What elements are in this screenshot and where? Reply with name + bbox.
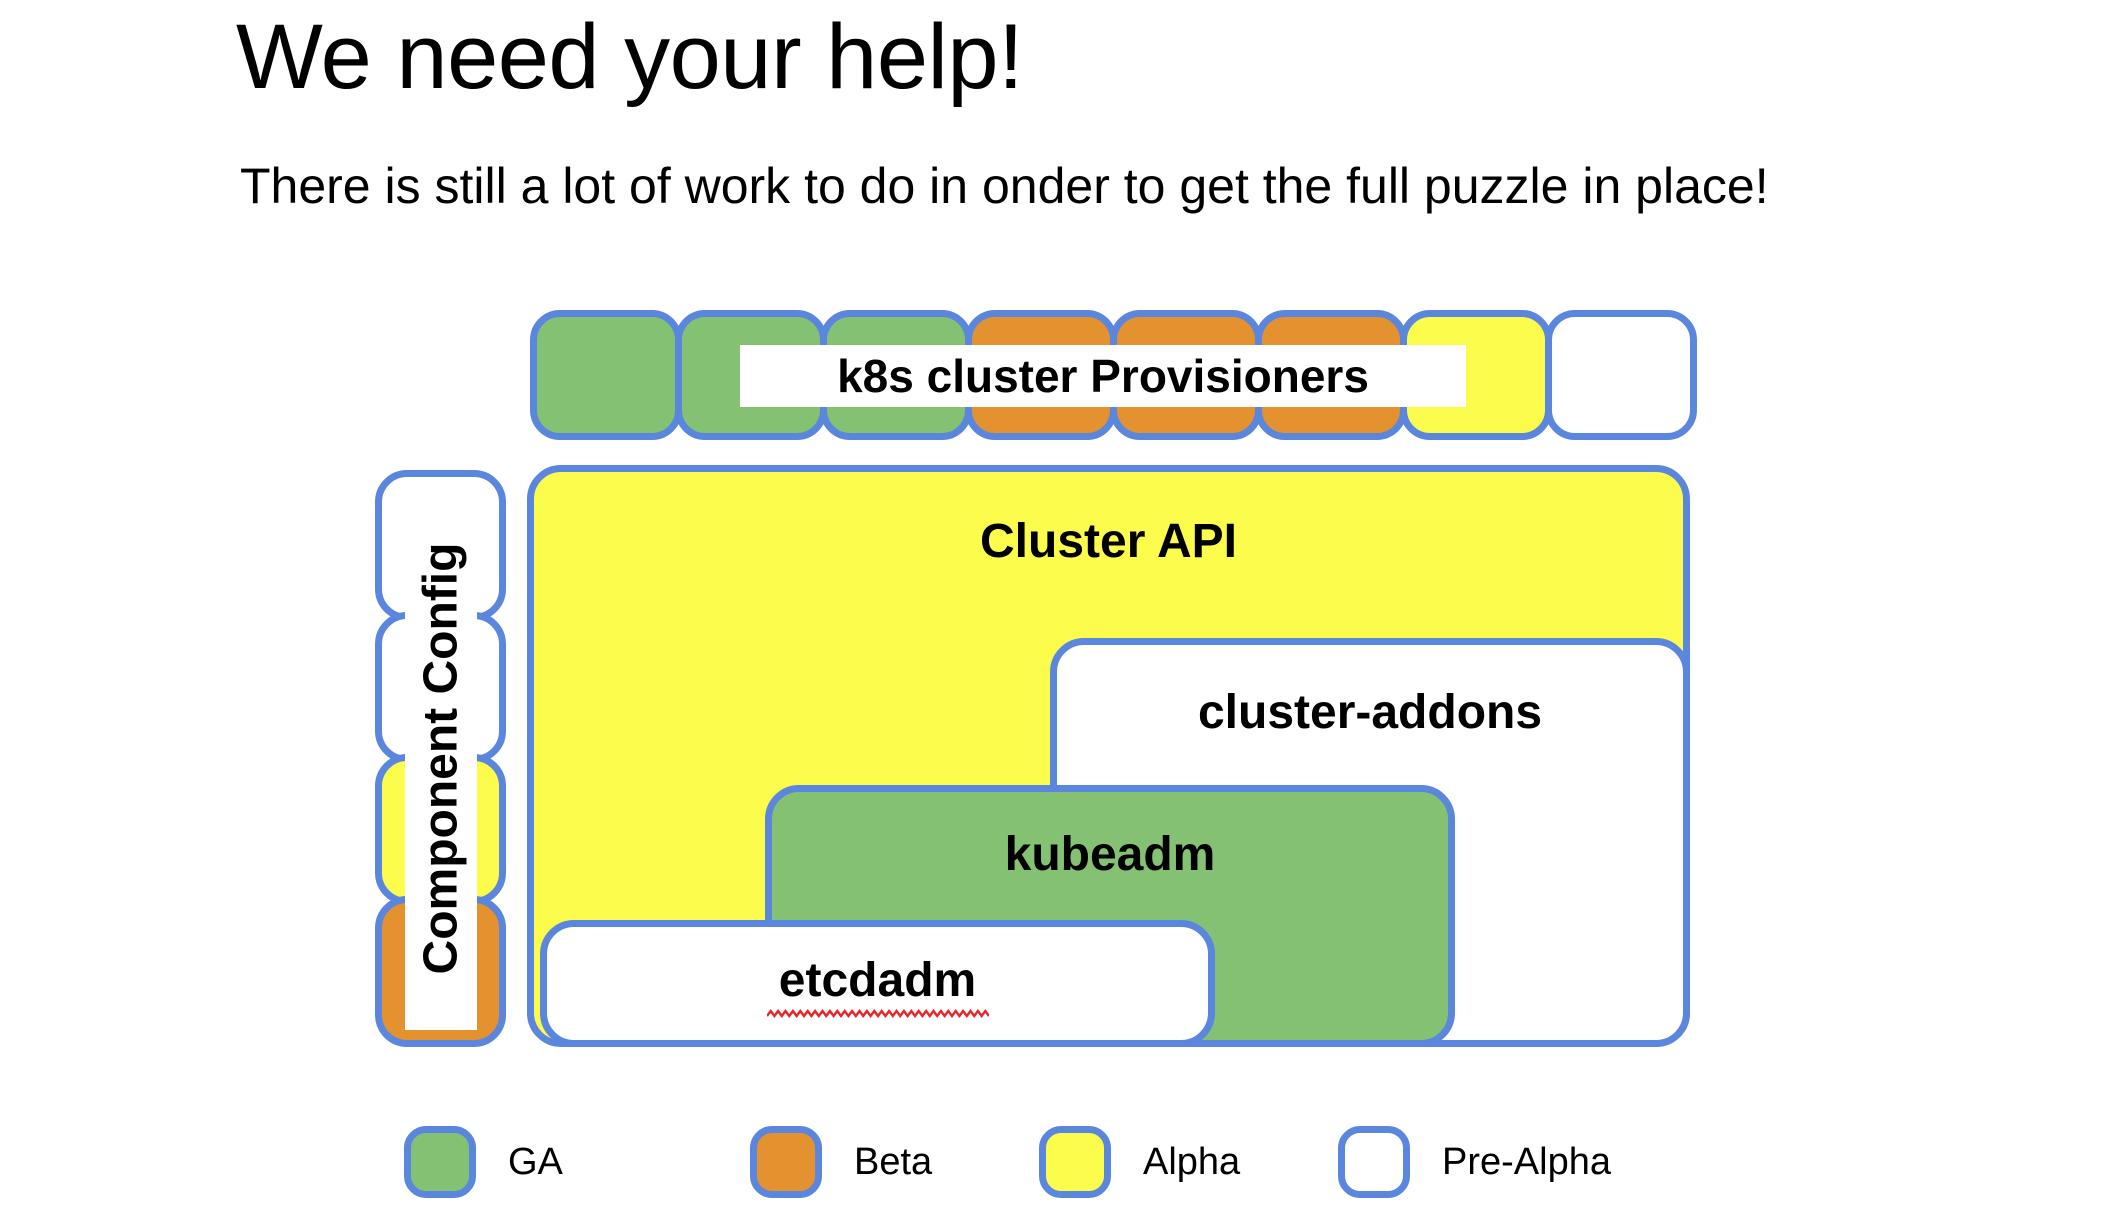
node-cluster-api-label: Cluster API (980, 515, 1237, 568)
node-cluster-addons-label: cluster-addons (1197, 686, 1543, 739)
page-subtitle: There is still a lot of work to do in on… (240, 158, 1769, 214)
node-etcdadm[interactable]: etcdadm (540, 920, 1215, 1047)
node-etcdadm-label: etcdadm (778, 954, 977, 1007)
provisioner-label: k8s cluster Provisioners (837, 350, 1369, 402)
component-config-label-plate (405, 487, 477, 1030)
legend-label-beta: Beta (854, 1141, 933, 1183)
page-title: We need your help! (236, 6, 1024, 108)
legend: GA Beta Alpha Pre-Alpha (0, 1126, 2126, 1206)
legend-label-alpha: Alpha (1143, 1141, 1241, 1183)
node-kubeadm-label: kubeadm (1004, 828, 1216, 881)
provisioner-box-1[interactable] (530, 310, 682, 440)
legend-swatch-beta (750, 1126, 822, 1198)
legend-swatch-alpha (1039, 1126, 1111, 1198)
component-config-label-wrap: Component Config (405, 487, 477, 1030)
legend-swatch-prealpha (1338, 1126, 1410, 1198)
legend-label-prealpha: Pre-Alpha (1442, 1141, 1611, 1183)
legend-label-ga: GA (508, 1141, 563, 1183)
legend-swatch-ga (404, 1126, 476, 1198)
component-config-label: Component Config (414, 542, 468, 975)
provisioner-label-plate (740, 345, 1466, 407)
spellcheck-underline-icon (766, 1009, 989, 1018)
provisioner-box-8[interactable] (1545, 310, 1697, 440)
